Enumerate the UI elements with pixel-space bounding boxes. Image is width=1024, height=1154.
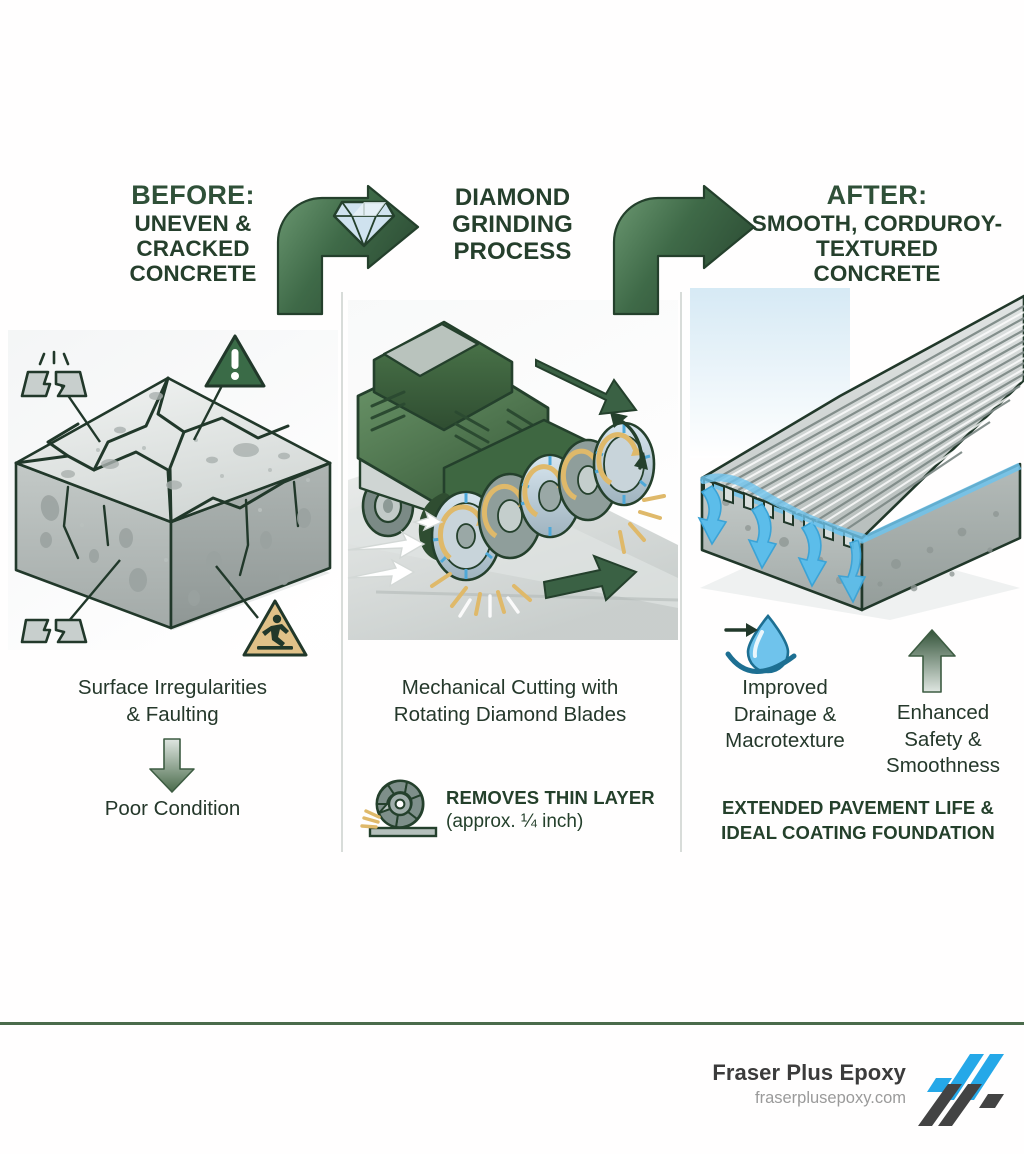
- process-caption: Mechanical Cutting with Rotating Diamond…: [360, 675, 660, 728]
- after-header-main: AFTER:: [826, 180, 928, 210]
- slip-hazard-icon: [242, 599, 308, 657]
- broken-pavement-icon: [20, 618, 88, 644]
- connector-arrow-with-diamond-icon: [276, 184, 420, 316]
- down-arrow-icon: [149, 738, 195, 793]
- brand-block: Fraser Plus Epoxy fraserplusepoxy.com: [712, 1060, 906, 1108]
- after-benefit-right-line2: Safety &: [904, 727, 982, 751]
- after-benefit-right-line1: Enhanced: [896, 701, 990, 724]
- after-header-line2: TEXTURED: [815, 235, 939, 261]
- after-benefit-right: Enhanced Safety & Smoothness: [862, 700, 1024, 780]
- warning-triangle-icon: [204, 334, 266, 388]
- up-arrow-icon: [908, 629, 956, 693]
- panel-divider-left: [341, 292, 343, 852]
- before-caption-line1: Surface Irregularities: [77, 676, 268, 699]
- fraser-plus-epoxy-logo: [918, 1054, 1004, 1126]
- footer-divider-rule: [0, 1022, 1024, 1025]
- after-benefit-left-line1: Improved: [742, 676, 828, 699]
- process-note: REMOVES THIN LAYER (approx. ¼ inch): [446, 786, 676, 835]
- after-result-line1: EXTENDED PAVEMENT LIFE &: [721, 797, 995, 818]
- diamond-grinding-machine-illustration: [347, 300, 679, 640]
- process-caption-line1: Mechanical Cutting with: [401, 676, 619, 699]
- before-header-line3: CONCRETE: [129, 261, 257, 287]
- process-note-detail: (approx. ¼ inch): [446, 811, 584, 833]
- before-header: BEFORE: UNEVEN & CRACKED CONCRETE: [78, 180, 308, 287]
- process-header-line3: PROCESS: [453, 238, 572, 266]
- brand-url[interactable]: fraserplusepoxy.com: [754, 1089, 906, 1107]
- before-header-line2: CRACKED: [136, 235, 250, 261]
- after-result-line2: IDEAL COATING FOUNDATION: [721, 821, 995, 843]
- after-benefit-left-line3: Macrotexture: [725, 729, 845, 753]
- after-header-line1: SMOOTH, CORDUROY-: [751, 210, 1003, 236]
- before-header-main: BEFORE:: [131, 180, 255, 210]
- before-header-line1: UNEVEN &: [134, 210, 252, 236]
- process-header-line2: GRINDING: [452, 211, 573, 239]
- grinding-wheel-icon: [360, 779, 438, 838]
- before-result: Poor Condition: [40, 796, 305, 823]
- brand-name: Fraser Plus Epoxy: [712, 1060, 906, 1085]
- water-drop-drainage-icon: [724, 613, 797, 674]
- broken-pavement-icon: [20, 350, 88, 398]
- before-caption: Surface Irregularities & Faulting: [40, 675, 305, 728]
- after-header: AFTER: SMOOTH, CORDUROY- TEXTURED CONCRE…: [737, 180, 1017, 287]
- cracked-concrete-block-illustration: [8, 330, 338, 650]
- panel-divider-right: [680, 292, 682, 852]
- after-result: EXTENDED PAVEMENT LIFE & IDEAL COATING F…: [698, 796, 1018, 845]
- before-result-label: Poor Condition: [104, 797, 241, 820]
- process-note-strong: REMOVES THIN LAYER: [446, 787, 655, 808]
- process-header-line1: DIAMOND: [454, 184, 571, 211]
- process-header: DIAMOND GRINDING PROCESS: [400, 184, 625, 265]
- after-benefit-left: Improved Drainage & Macrotexture: [700, 675, 870, 755]
- connector-arrow-icon: [612, 184, 756, 316]
- before-caption-line2: & Faulting: [126, 702, 219, 726]
- after-header-line3: CONCRETE: [813, 261, 941, 287]
- after-benefit-left-line2: Drainage &: [733, 702, 837, 726]
- process-caption-line2: Rotating Diamond Blades: [393, 702, 627, 726]
- after-benefit-right-line3: Smoothness: [886, 754, 1000, 778]
- corduroy-textured-slab-illustration: [690, 288, 1024, 620]
